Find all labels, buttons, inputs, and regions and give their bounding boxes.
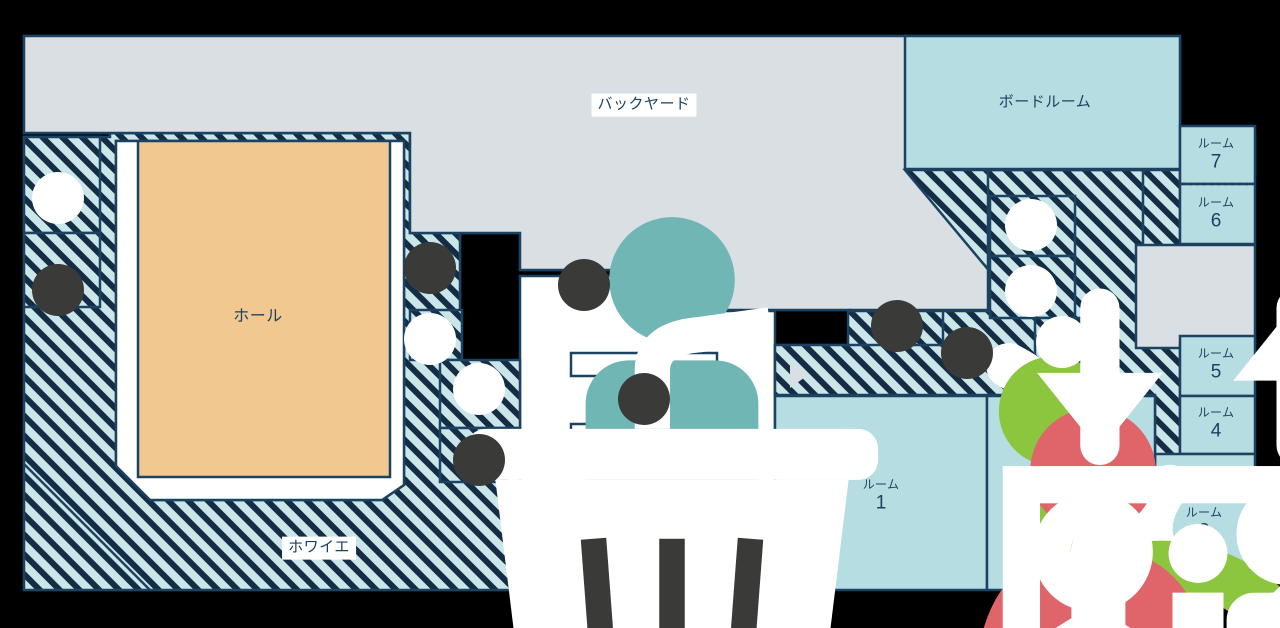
restroom-male-icon[interactable]	[32, 172, 759, 628]
room-7-number: 7	[1210, 151, 1222, 173]
elevator-icon[interactable]	[558, 259, 1280, 628]
room-label-1[interactable]: ルーム 1	[863, 478, 900, 515]
area-label-foyer: ホワイエ	[282, 536, 356, 560]
restroom-male-icon[interactable]	[1005, 265, 1057, 317]
vending-machine-icon[interactable]	[871, 300, 923, 352]
smoking-area-icon[interactable]	[404, 242, 1222, 628]
smoking-area-icon[interactable]	[941, 327, 993, 379]
accessible-icon[interactable]	[1036, 316, 1088, 368]
hall-area	[136, 139, 392, 479]
room-6-number: 6	[1210, 210, 1222, 232]
room-label-5[interactable]: ルーム 5	[1198, 347, 1235, 384]
room-6-name: ルーム	[1197, 195, 1235, 210]
trash-bin-icon[interactable]	[32, 264, 879, 628]
area-label-backyard: バックヤード	[591, 93, 697, 117]
restroom-female-icon[interactable]	[453, 363, 1203, 628]
room-1-name: ルーム	[862, 477, 900, 492]
room-5-number: 5	[1210, 361, 1222, 383]
room-4-number: 4	[1210, 420, 1222, 442]
room-4-area	[1178, 394, 1257, 456]
area-label-hall: ホール	[233, 308, 283, 325]
triangle-right-icon	[790, 362, 808, 388]
room-5-area	[1178, 334, 1257, 398]
room-7-area	[1178, 124, 1257, 186]
room-1-number: 1	[875, 492, 887, 514]
room-4-name: ルーム	[1197, 405, 1235, 420]
boardroom-area	[903, 34, 1182, 171]
accessible-icon[interactable]	[404, 313, 1280, 628]
restroom-female-icon[interactable]	[1005, 199, 1057, 251]
room-label-6[interactable]: ルーム 6	[1198, 196, 1235, 233]
room-7-name: ルーム	[1197, 136, 1235, 151]
room-5-name: ルーム	[1197, 346, 1235, 361]
room-3-name: ルーム	[1185, 505, 1223, 520]
room-label-7[interactable]: ルーム 7	[1198, 137, 1235, 174]
area-label-boardroom: ボードルーム	[998, 93, 1092, 111]
room-label-4[interactable]: ルーム 4	[1198, 406, 1235, 443]
cloakroom-icon[interactable]	[453, 434, 1153, 628]
escalator-icon[interactable]	[618, 373, 1280, 628]
